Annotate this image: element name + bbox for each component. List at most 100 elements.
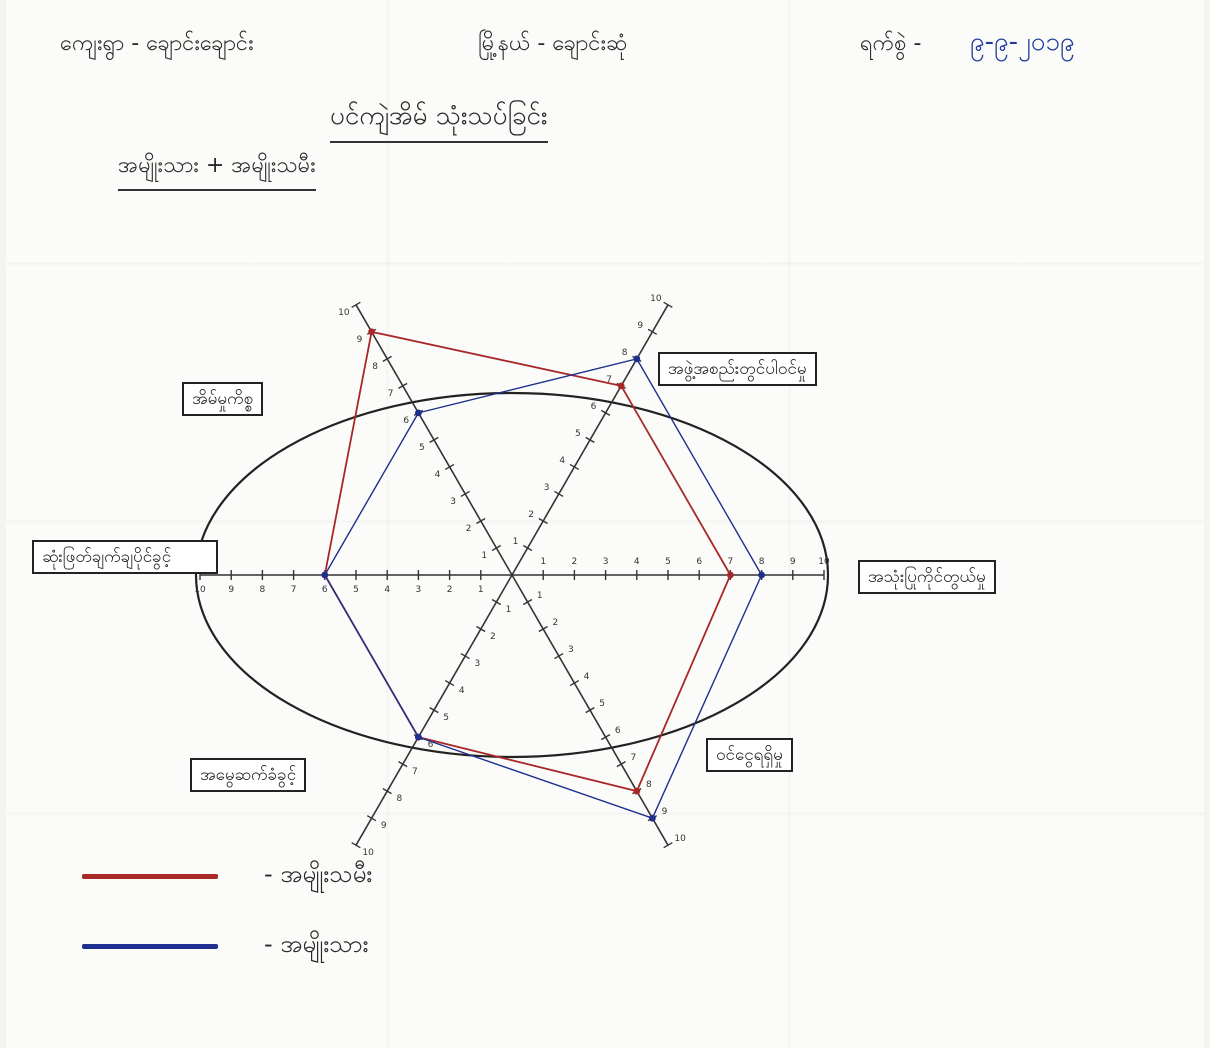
- chart-subtitle: အမျိုးသား + အမျိုးသမီး: [118, 150, 316, 191]
- axis-tick-label-2-2: 2: [552, 618, 558, 628]
- axis-tick-label-2-4: 4: [584, 672, 590, 682]
- axis-label-income: ဝင်ငွေရရှိမှု: [706, 738, 793, 773]
- axis-tick-label-0-10: 10: [650, 294, 662, 304]
- legend-label-male: - အမျိုးသား: [264, 930, 369, 958]
- axis-tick-2-5: [585, 706, 595, 714]
- legend-item-male: - အမျိုးသား: [82, 928, 369, 964]
- axis-tick-label-3-10: 10: [362, 848, 374, 858]
- axis-tick-label-4-1: 1: [478, 585, 484, 595]
- axis-label-inheritance: အမွေဆက်ခံခွင့်: [190, 758, 307, 793]
- axis-tick-5-4: [444, 463, 455, 471]
- axis-tick-0-4: [569, 463, 580, 471]
- axis-tick-label-2-1: 1: [537, 591, 543, 601]
- axis-tick-label-5-10: 10: [338, 308, 350, 318]
- series-point-0-2: [633, 787, 641, 795]
- axis-tick-label-5-6: 6: [403, 416, 409, 426]
- axis-tick-label-1-5: 5: [665, 557, 671, 567]
- axis-tick-label-2-8: 8: [646, 780, 652, 790]
- paper-sheet: [6, 0, 1204, 1048]
- axis-tick-label-5-1: 1: [481, 551, 487, 561]
- axis-tick-3-10: [351, 842, 361, 849]
- axis-tick-3-3: [460, 652, 470, 660]
- axis-tick-label-3-6: 6: [428, 740, 434, 750]
- axis-tick-label-1-3: 3: [603, 557, 609, 567]
- axis-label-household: အိမ်မှုကိစ္စ: [182, 382, 264, 417]
- axis-tick-label-5-3: 3: [450, 497, 456, 507]
- axis-tick-label-2-10: 10: [674, 834, 686, 844]
- axis-tick-label-4-2: 2: [447, 585, 453, 595]
- date-value: ၉-၉-၂၀၁၉: [970, 27, 1075, 57]
- axis-tick-label-3-8: 8: [396, 794, 402, 804]
- axis-tick-label-0-8: 8: [622, 348, 628, 358]
- axis-tick-label-1-2: 2: [572, 557, 578, 567]
- axis-tick-label-3-4: 4: [459, 686, 465, 696]
- axis-tick-label-3-1: 1: [506, 605, 512, 615]
- axis-tick-3-7: [398, 761, 408, 768]
- axis-tick-5-2: [476, 517, 486, 525]
- axis-tick-5-7: [398, 382, 408, 389]
- axis-tick-label-1-6: 6: [696, 557, 702, 567]
- axis-tick-label-5-5: 5: [419, 443, 425, 453]
- series-point-1-0: [633, 355, 641, 363]
- axis-tick-0-2: [538, 517, 548, 525]
- axis-tick-3-4: [444, 679, 455, 687]
- axis-tick-2-2: [538, 625, 548, 633]
- axis-tick-label-3-2: 2: [490, 632, 496, 642]
- series-point-1-4: [321, 571, 329, 579]
- axis-tick-5-8: [382, 355, 392, 362]
- axis-tick-label-4-6: 6: [322, 585, 328, 595]
- axis-tick-label-2-3: 3: [568, 645, 574, 655]
- axis-tick-label-2-6: 6: [615, 726, 621, 736]
- axis-tick-5-5: [429, 436, 439, 444]
- axis-tick-label-1-7: 7: [728, 557, 734, 567]
- axis-tick-label-3-5: 5: [443, 713, 449, 723]
- axis-tick-label-3-3: 3: [474, 659, 480, 669]
- series-point-0-0: [617, 382, 625, 390]
- axis-tick-3-9: [366, 815, 377, 822]
- legend-swatch-male: [82, 943, 218, 949]
- series-point-1-3: [415, 733, 422, 741]
- axis-tick-label-1-8: 8: [759, 557, 765, 567]
- village-label: ကျေးရွာ - ချောင်းချောင်း: [60, 31, 254, 56]
- axis-tick-3-2: [476, 625, 486, 633]
- series-point-1-2: [649, 814, 656, 822]
- series-point-0-5: [368, 328, 375, 336]
- axis-tick-0-1: [522, 544, 533, 552]
- axis-tick-label-3-7: 7: [412, 767, 418, 777]
- axis-tick-label-4-7: 7: [291, 585, 297, 595]
- axis-tick-3-5: [429, 706, 439, 714]
- axis-tick-label-4-8: 8: [260, 585, 266, 595]
- axis-tick-label-2-5: 5: [599, 699, 605, 709]
- axis-tick-3-8: [382, 788, 392, 795]
- axis-label-participation: အဖွဲ့အစည်းတွင်ပါဝင်မှု: [658, 352, 817, 387]
- axis-tick-label-1-4: 4: [634, 557, 640, 567]
- series-point-1-5: [415, 409, 422, 417]
- axis-tick-label-5-2: 2: [466, 524, 472, 534]
- axis-tick-2-3: [554, 652, 564, 660]
- axis-tick-2-1: [522, 598, 533, 606]
- axis-tick-label-0-6: 6: [591, 402, 597, 412]
- axis-tick-2-7: [616, 761, 626, 768]
- series-point-0-1: [727, 571, 734, 579]
- township-label: မြို့နယ် - ချောင်းဆုံ: [478, 31, 628, 56]
- axis-tick-2-10: [663, 842, 673, 849]
- outer-ellipse: [194, 391, 830, 759]
- axis-label-decision-making: ဆုံးဖြတ်ချက်ချပိုင်ခွင့်: [32, 540, 218, 575]
- axis-tick-0-10: [663, 301, 673, 308]
- axis-tick-0-5: [585, 436, 595, 444]
- axis-tick-label-1-1: 1: [540, 557, 546, 567]
- axis-tick-label-0-1: 1: [513, 537, 519, 547]
- axis-label-usage: အသုံးပြုကိုင်တွယ်မှု: [858, 560, 996, 595]
- axis-tick-label-0-7: 7: [606, 375, 612, 385]
- axis-tick-label-3-9: 9: [381, 821, 387, 831]
- chart-title: ပင်ကျဲအိမ် သုံးသပ်ခြင်း: [330, 98, 548, 143]
- axis-tick-0-9: [647, 328, 658, 335]
- axis-tick-label-0-2: 2: [528, 510, 534, 520]
- axis-tick-0-6: [600, 409, 611, 416]
- axis-tick-label-4-5: 5: [353, 585, 359, 595]
- axis-tick-3-1: [491, 598, 502, 606]
- legend-item-female: - အမျိုးသမီး: [82, 858, 372, 894]
- series-point-1-1: [758, 571, 765, 579]
- axis-tick-label-1-10: 10: [818, 557, 830, 567]
